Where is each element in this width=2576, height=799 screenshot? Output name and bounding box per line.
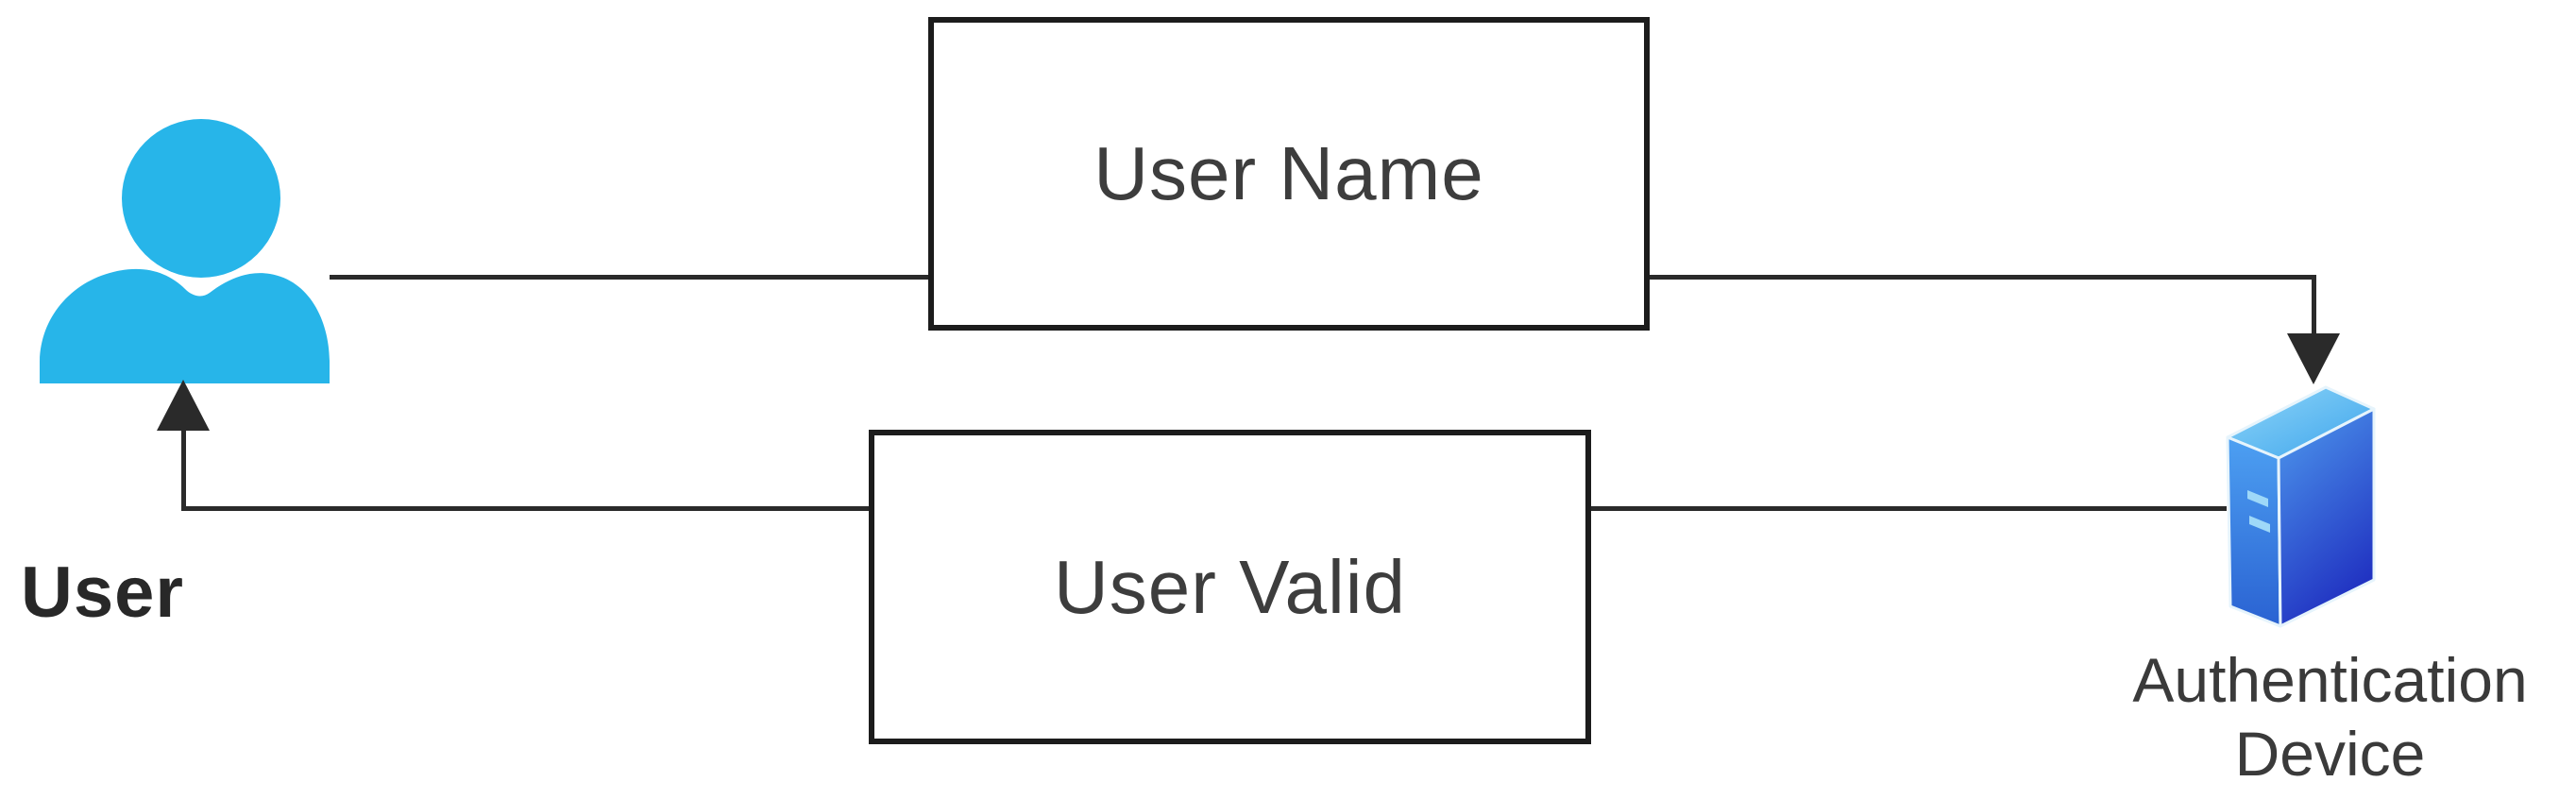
- connector-server-to-uservalid: [1591, 506, 2227, 511]
- connector-drop-to-server: [2312, 277, 2316, 337]
- user-icon: [40, 119, 330, 383]
- user-name-label: User Name: [1093, 131, 1484, 215]
- user-body: [40, 268, 330, 383]
- user-name-box: User Name: [928, 17, 1650, 331]
- connector-rise-to-user: [181, 429, 186, 511]
- server-vent-mark: [2247, 490, 2268, 507]
- arrowhead-down-icon: [2287, 333, 2340, 384]
- auth-device-label-line2: Device: [2234, 718, 2426, 789]
- user-head: [122, 119, 280, 278]
- auth-device-label: Authentication Device: [2082, 644, 2576, 791]
- server-front-face: [2277, 407, 2376, 628]
- arrowhead-up-icon: [157, 380, 210, 431]
- server-icon: [2226, 385, 2376, 628]
- user-label: User: [21, 552, 184, 633]
- server-left-face: [2226, 435, 2282, 628]
- connector-username-to-elbow: [1650, 275, 2316, 280]
- user-valid-label: User Valid: [1053, 544, 1407, 629]
- auth-device-label-line1: Authentication: [2132, 645, 2528, 715]
- server-vent-mark: [2249, 516, 2270, 533]
- connector-user-to-username: [330, 275, 928, 280]
- connector-uservalid-to-elbow: [181, 506, 871, 511]
- user-valid-box: User Valid: [869, 430, 1591, 744]
